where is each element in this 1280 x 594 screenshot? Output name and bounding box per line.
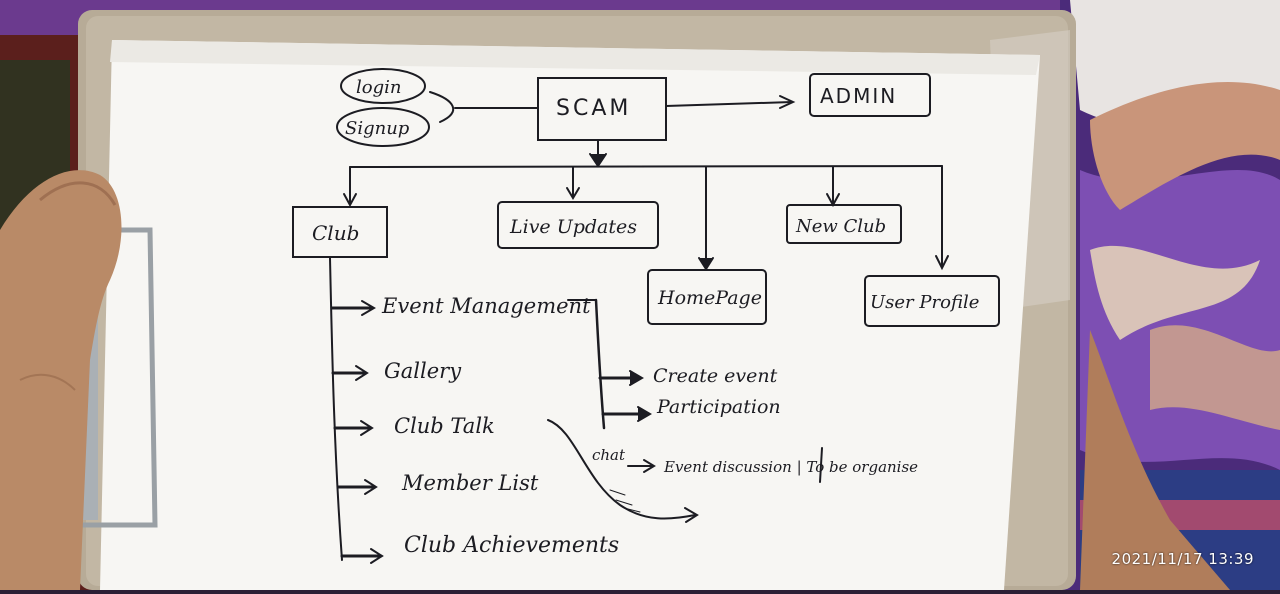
login-bubble <box>340 68 426 104</box>
chat-targets-label: Event discussion | To be organise <box>663 458 918 476</box>
club-label: Club <box>312 221 359 245</box>
live-updates-box <box>497 201 659 249</box>
participation-label: Participation <box>656 396 781 418</box>
chat-curve <box>547 419 696 520</box>
discussion-divider <box>819 447 823 483</box>
admin-label: ADMIN <box>820 84 897 108</box>
new-club-box <box>786 204 902 244</box>
auth-bracket <box>429 91 455 123</box>
club-box <box>292 206 388 258</box>
signup-bubble <box>336 107 430 147</box>
club-achievements-label: Club Achievements <box>404 533 619 558</box>
user-profile-box <box>864 275 1000 327</box>
user-profile-label: User Profile <box>870 292 979 313</box>
event-management-label: Event Management <box>381 294 591 318</box>
gallery-label: Gallery <box>384 359 462 383</box>
chat-label: chat <box>592 446 626 464</box>
thumb <box>0 170 122 590</box>
create-event-label: Create event <box>653 365 778 387</box>
scam-box <box>537 77 667 141</box>
handwritten-labels: login Signup SCAM ADMIN Club Live Update… <box>312 77 979 558</box>
signup-label: Signup <box>345 118 410 139</box>
member-list-label: Member List <box>401 471 539 495</box>
scam-label: SCAM <box>556 96 631 121</box>
live-updates-label: Live Updates <box>509 216 637 238</box>
club-talk-label: Club Talk <box>394 414 495 438</box>
admin-box <box>809 73 931 117</box>
new-club-label: New Club <box>795 216 886 237</box>
login-label: login <box>356 77 401 98</box>
section-bus <box>349 165 943 168</box>
admin-arrow <box>665 101 793 107</box>
club-trunk <box>329 257 343 561</box>
event-branch <box>594 298 606 430</box>
photo-timestamp: 2021/11/17 13:39 <box>1111 550 1254 568</box>
handwritten-diagram <box>292 68 1000 564</box>
homepage-label: HomePage <box>657 287 762 309</box>
homepage-box <box>647 269 767 325</box>
